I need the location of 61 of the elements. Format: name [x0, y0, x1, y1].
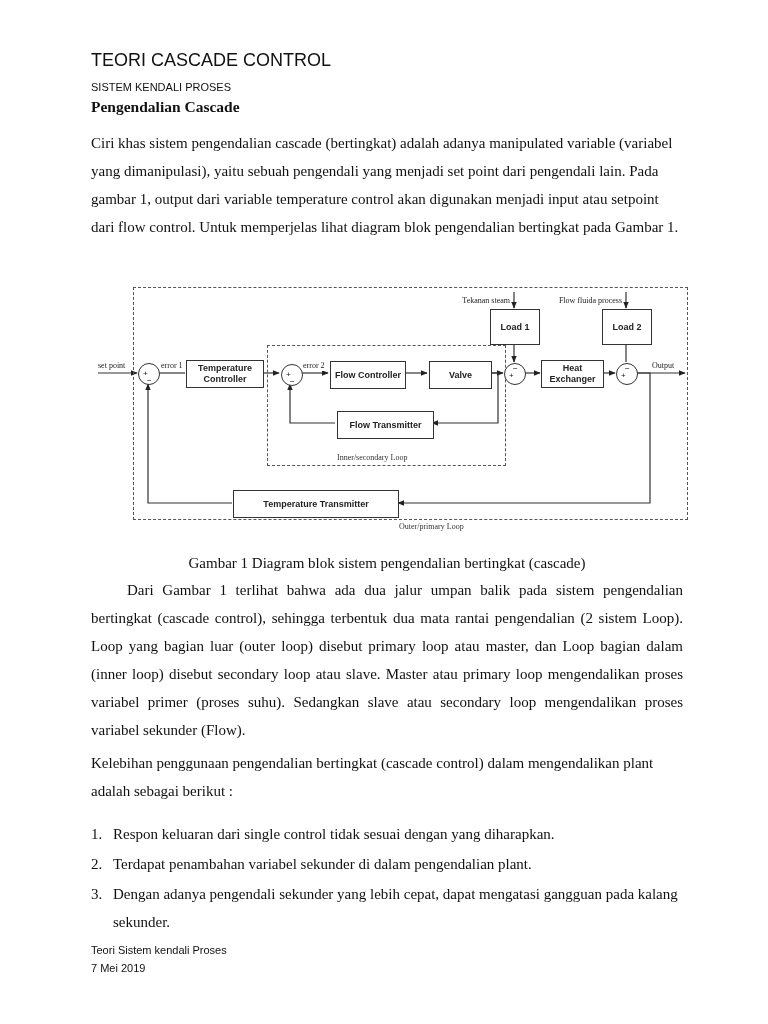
block-box	[233, 490, 399, 518]
block-box	[541, 360, 604, 388]
block-label: Flow Transmitter	[349, 419, 422, 431]
edge-label: Flow fluida process	[558, 296, 622, 306]
block-box	[337, 411, 434, 439]
arrow	[511, 343, 517, 363]
block-box	[490, 309, 540, 345]
loop-label: Inner/secondary Loop	[337, 453, 408, 463]
figure-caption: Gambar 1 Diagram blok sistem pengendalian bertingkat (cascade)	[187, 554, 587, 573]
sign-label: +	[621, 372, 626, 380]
sign-label: +	[286, 371, 291, 379]
footer-date: 7 Mei 2019	[91, 962, 146, 974]
loop-label: Outer/primary Loop	[399, 522, 464, 532]
paragraph: Ciri khas sistem pengendalian cascade (bertingkat) adalah adanya manipulated variable (variabel yang dimanipulasi), yaitu sebuah pengendali yang menjadi set point dari pengendali lain. Pada gambar 1, output dari variable temperature control akan digunakan menjadi input atau setpoint dari flow control. Untuk memperjelas lihat diagram blok pengendalian bertingkat pada Gambar 1.	[91, 134, 680, 237]
block-box	[602, 309, 652, 345]
edge-label: Tekanan steam	[462, 296, 510, 306]
sign-label: −	[147, 377, 152, 385]
arrow	[397, 372, 651, 506]
arrow	[262, 370, 280, 376]
summing-junction	[504, 363, 526, 385]
block-label: Load 2	[612, 321, 642, 333]
summing-junction	[281, 364, 303, 386]
arrow	[97, 370, 138, 376]
list-number: 1.	[91, 825, 104, 844]
block-box	[429, 361, 492, 389]
paragraph: Dari Gambar 1 terlihat bahwa ada dua jalur umpan balik pada sistem pengendalian bertingkat (cascade control), sehingga terbentuk dua mata rantai pengendalian (2 sistem Loop). Loop yang bagian luar (outer loop) disebut primary loop atau master, dan Loop bagian dalam (inner loop) disebut secondary loop atau slave. Master atau primary loop mengendalikan proses variabel primer (proses suhu). Sedangkan slave atau secondary loop mengendalikan proses variabel sekunder (Flow).	[91, 581, 683, 740]
block-label: Load 1	[500, 321, 530, 333]
edge-label: Output	[652, 361, 675, 371]
list-item: Respon keluaran dari single control tidak sesuai dengan yang diharapkan.	[113, 825, 556, 844]
edge-label: set point	[98, 361, 126, 371]
dashed-loop-frame	[267, 345, 506, 466]
edge-label: error 2	[303, 361, 325, 371]
block-label: Valve	[449, 369, 472, 381]
sign-label: −	[513, 365, 518, 373]
arrow	[623, 291, 629, 309]
summing-junction	[138, 363, 160, 385]
sign-label: +	[143, 370, 148, 378]
sign-label: −	[290, 378, 295, 386]
paragraph: Kelebihan penggunaan pengendalian bertingkat (cascade control) dalam mengendalikan plant adalah sebagai berikut :	[91, 754, 655, 801]
block-label: Heat Exchanger	[548, 363, 597, 385]
sign-label: −	[625, 365, 630, 373]
arrow	[602, 370, 616, 376]
list-item: Terdapat penambahan variabel sekunder di dalam pengendalian plant.	[113, 855, 533, 874]
arrow	[524, 370, 541, 376]
block-box	[186, 360, 264, 388]
list-item: Dengan adanya pengendali sekunder yang lebih cepat, dapat mengatasi gangguan pada kalang sekunder.	[113, 885, 679, 932]
block-label: Flow Controller	[335, 369, 401, 381]
section-heading: Pengendalian Cascade	[91, 98, 240, 116]
block-box	[330, 361, 406, 389]
page-title: TEORI CASCADE CONTROL	[91, 50, 332, 71]
edge-label: error 1	[161, 361, 183, 371]
arrow	[145, 383, 233, 504]
sign-label: +	[509, 372, 514, 380]
subtitle: SISTEM KENDALI PROSES	[91, 81, 231, 93]
summing-junction	[616, 363, 638, 385]
list-number: 3.	[91, 885, 104, 904]
footer-text: Teori Sistem kendali Proses	[91, 944, 227, 956]
arrow	[511, 291, 517, 309]
list-number: 2.	[91, 855, 104, 874]
block-label: Temperature Transmitter	[263, 498, 369, 510]
block-label: Temperature Controller	[197, 363, 253, 385]
